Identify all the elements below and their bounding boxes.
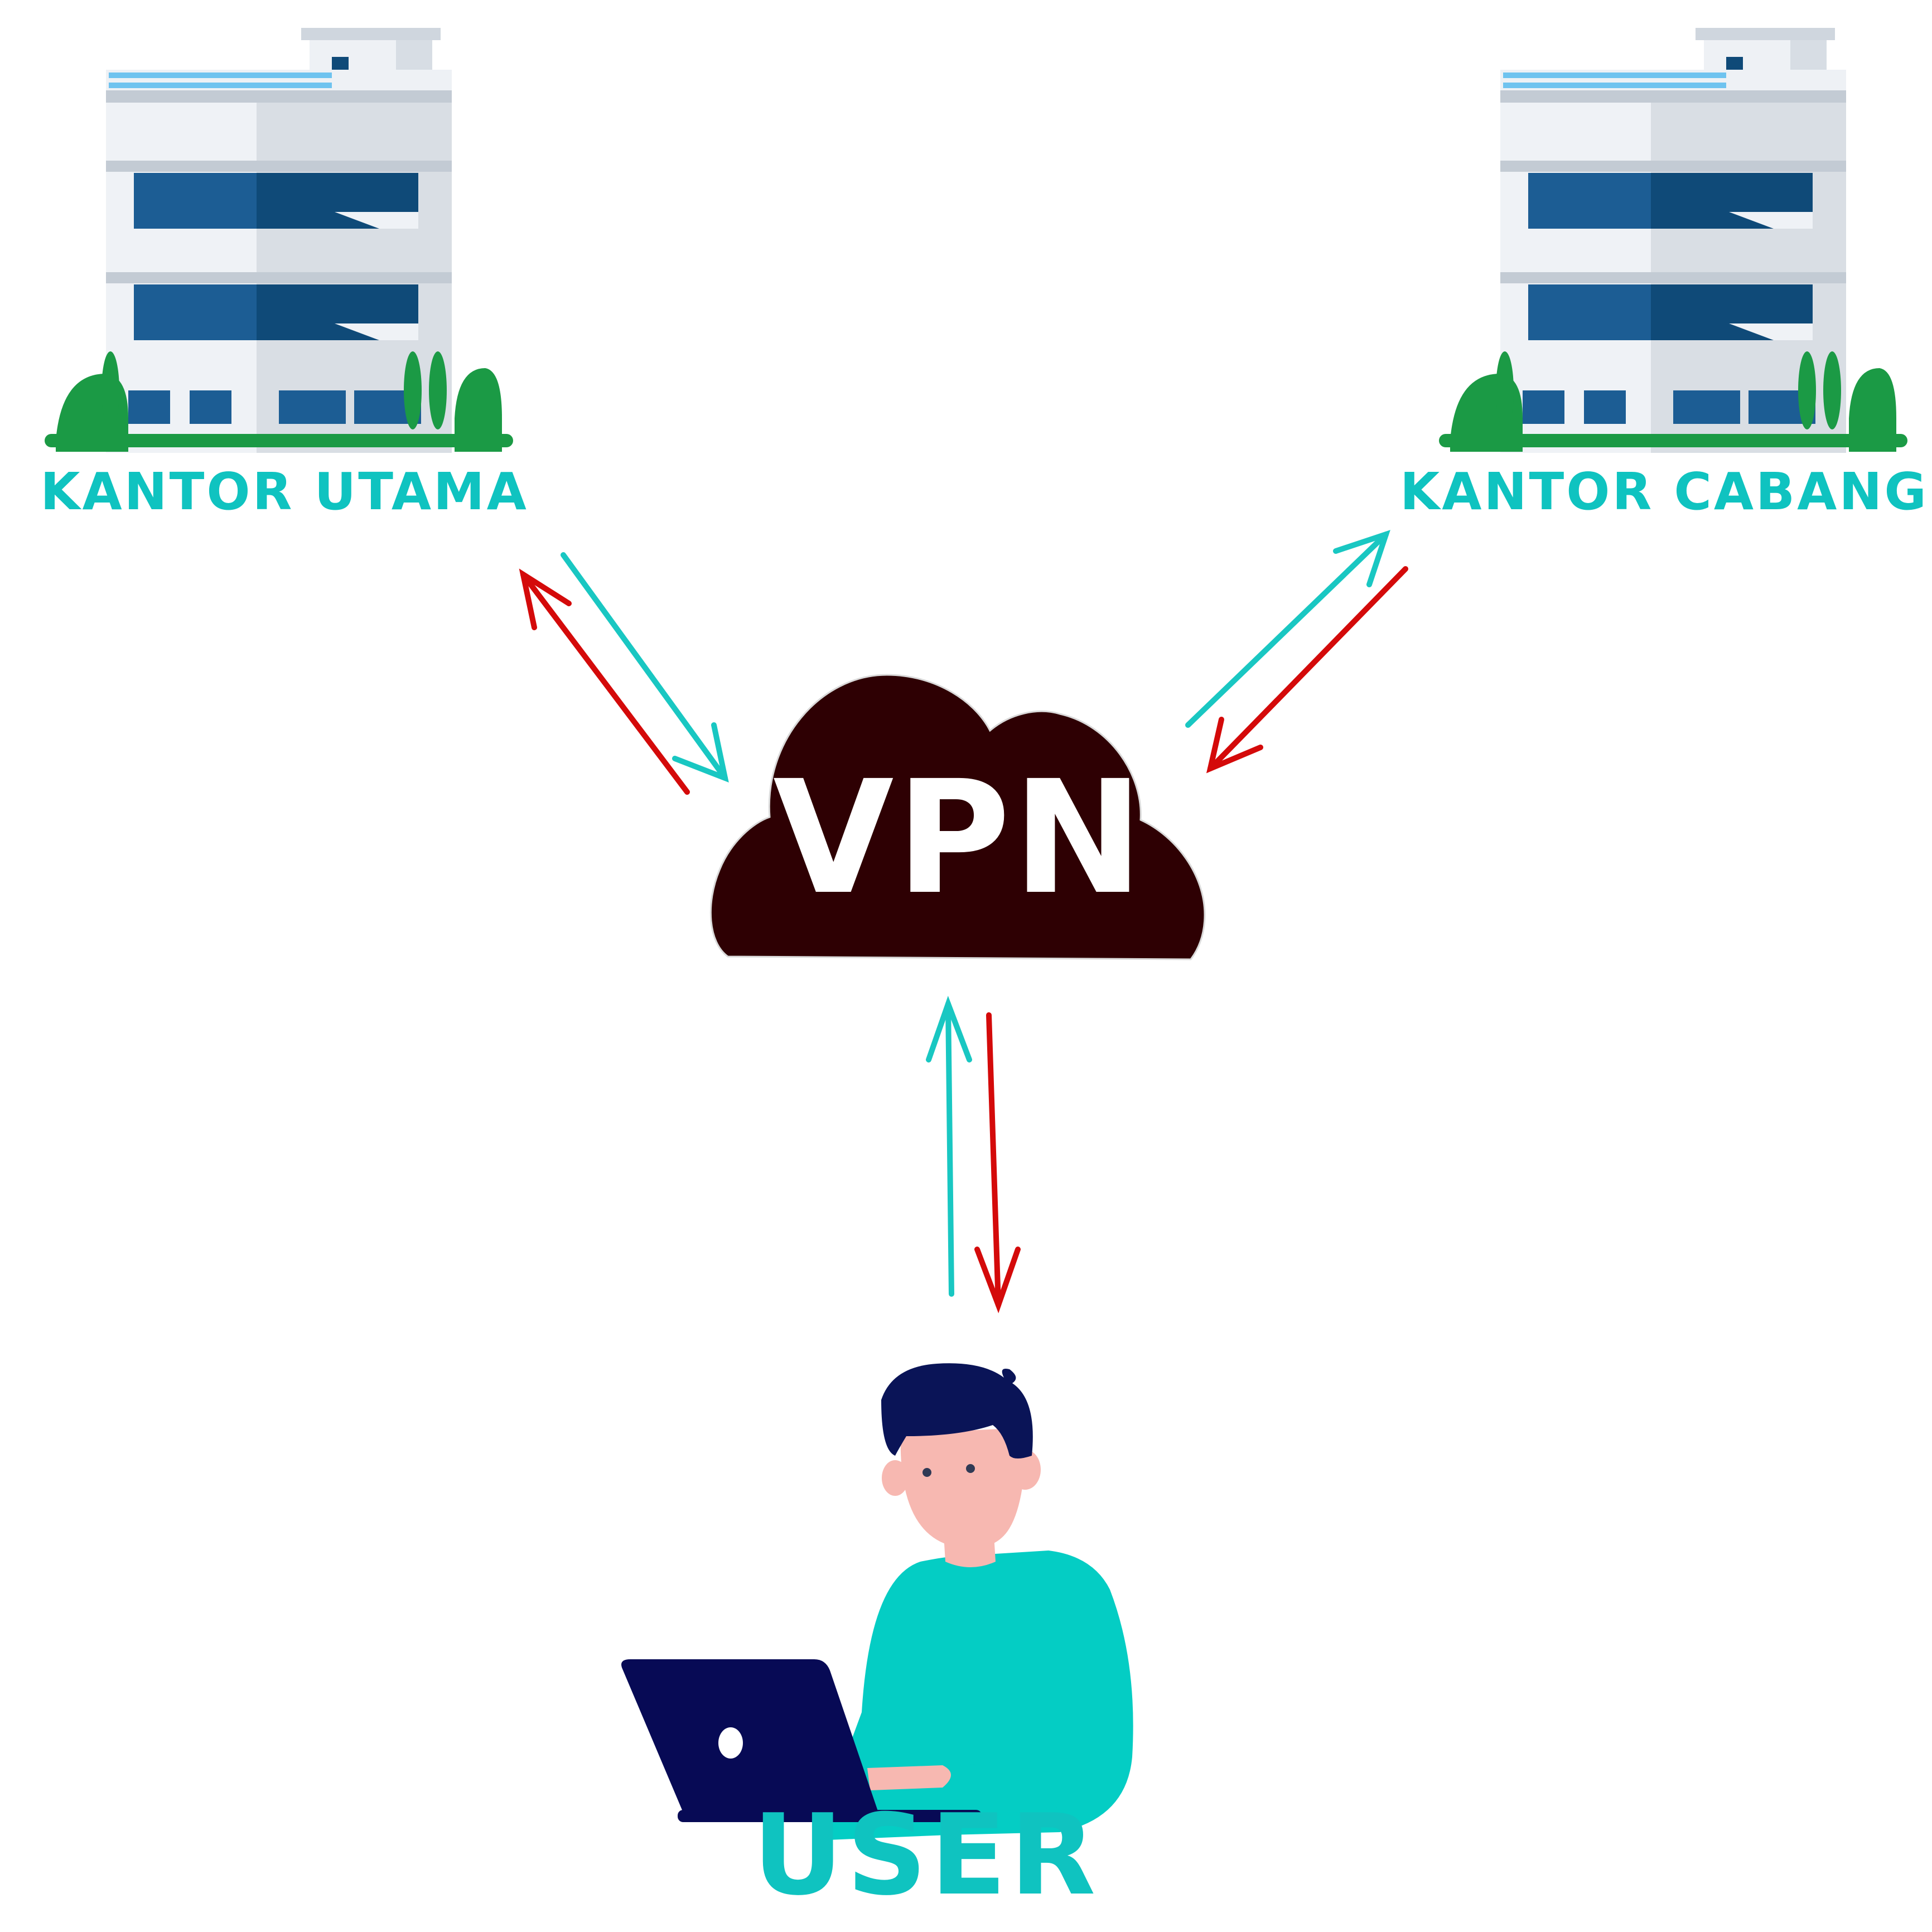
arrow-user-to-vpn-head xyxy=(926,996,972,1062)
arrow-vpn-to-branch-office xyxy=(1185,532,1389,728)
arrow-branch-office-to-vpn-head xyxy=(1206,717,1263,774)
arrow-vpn-to-main-office xyxy=(520,572,690,795)
vpn-label: VPN xyxy=(772,747,1146,929)
user-person-illustration xyxy=(621,1363,1133,1841)
arrow-vpn-to-user xyxy=(986,1012,1001,1308)
arrow-user-to-vpn xyxy=(945,1001,954,1297)
main-office-building xyxy=(45,28,513,453)
branch-office-label: KANTOR CABANG xyxy=(1400,462,1929,521)
user-label: USER xyxy=(752,1790,1099,1920)
arrow-vpn-to-user-head xyxy=(974,1247,1021,1313)
arrow-vpn-to-branch-office-head xyxy=(1333,530,1390,587)
main-office-label: KANTOR UTAMA xyxy=(40,462,529,521)
branch-office-building xyxy=(1439,28,1907,453)
arrow-main-office-to-vpn xyxy=(561,552,728,781)
arrow-vpn-to-main-office-head xyxy=(519,568,572,630)
vpn-cloud-shape xyxy=(709,674,1206,960)
arrow-branch-office-to-vpn xyxy=(1208,566,1408,771)
arrow-main-office-to-vpn-head xyxy=(672,722,729,783)
